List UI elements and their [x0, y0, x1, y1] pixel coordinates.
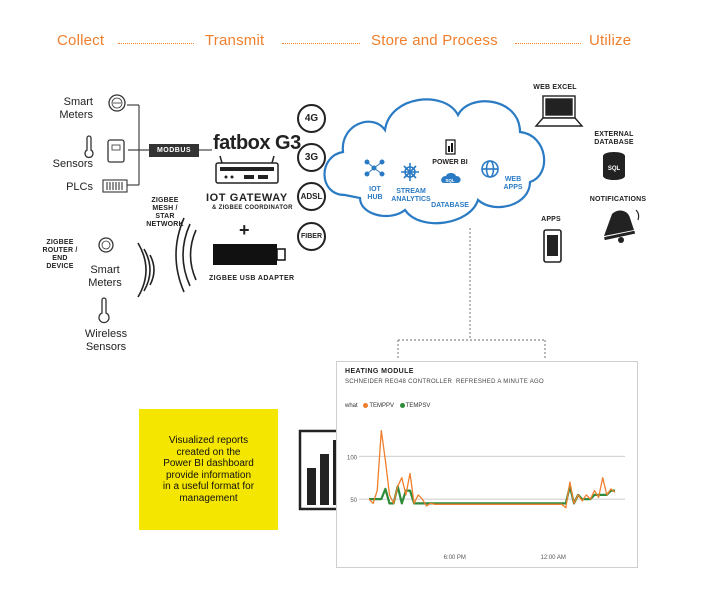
chart-legend: what TEMPPV TEMPSV [345, 403, 430, 409]
line-chart: 100 50 6:00 PM 12:00 AM [347, 429, 625, 561]
stage-store-and-process: Store and Process [371, 32, 498, 49]
wireless-signal-icon [137, 217, 197, 298]
dashboard-title: HEATING MODULE [345, 368, 414, 375]
power-bi-cloud-icon [445, 139, 456, 155]
wireless-smart-meters-label: Smart Meters [88, 264, 122, 289]
power-bi-label: POWER BI [432, 159, 468, 166]
stage-connector [282, 43, 360, 44]
wireless-smart-meter-icon [98, 237, 114, 253]
legend-dot-tempsv [399, 403, 405, 408]
network-4g-badge: 4G [297, 104, 326, 133]
database-cloud-icon: SQL [441, 173, 461, 183]
dashboard-refreshed: REFRESHED A MINUTE AGO [456, 379, 544, 385]
plcs-label: PLCs [66, 181, 93, 193]
sensors-label: Sensors [52, 158, 93, 170]
iot-hub-label: IOT HUB [367, 186, 383, 201]
note-text: Visualized reports created on the Power … [162, 435, 255, 504]
gateway-device-icon [215, 155, 279, 184]
usb-adapter-label: ZIGBEE USB ADAPTER [209, 275, 295, 282]
stream-analytics-label: STREAM ANALYTICS [391, 188, 431, 203]
iot-hub-icon [364, 159, 385, 177]
gateway-subtitle: & ZIGBEE COORDINATOR [212, 205, 293, 211]
stream-analytics-icon [401, 163, 419, 181]
sensor-module-icon [107, 139, 125, 163]
plus-sign: + [239, 220, 250, 240]
zigbee-router-label: ZIGBEE ROUTER / END DEVICE [42, 239, 78, 270]
legend-series1: TEMPPV [369, 403, 395, 410]
zigbee-network-label: ZIGBEE MESH / STAR NETWORK [146, 197, 184, 228]
stage-connector [118, 43, 194, 44]
legend-label: what [345, 403, 358, 410]
laptop-icon [534, 95, 584, 127]
network-adsl-badge: ADSL [297, 182, 326, 211]
modbus-badge: MODBUS [149, 144, 199, 157]
external-database-icon: SQL [603, 152, 625, 180]
network-fiber-badge: FIBER [297, 222, 326, 251]
stage-collect: Collect [57, 32, 105, 49]
legend-dot-tempv [363, 403, 369, 408]
database-label: DATABASE [431, 202, 469, 209]
usb-adapter-icon [213, 244, 286, 265]
web-apps-label: WEB APPS [503, 176, 523, 191]
x-tick-label: 12:00 AM [541, 555, 566, 561]
fatbox-brand: fatbox G3 [213, 132, 301, 154]
notification-bell-icon [604, 209, 640, 243]
wireless-sensors-label: Wireless Sensors [84, 328, 128, 353]
sensor-thermometer-icon [84, 135, 94, 159]
stage-connector [515, 43, 581, 44]
network-3g-badge: 3G [297, 143, 326, 172]
cloud-to-dashboard-connector [397, 228, 546, 358]
external-database-label: EXTERNAL DATABASE [594, 131, 634, 146]
cloud-icon [323, 98, 546, 225]
x-tick-label: 6:00 PM [444, 555, 466, 561]
legend-series2: TEMPSV [405, 403, 431, 410]
notifications-label: NOTIFICATIONS [589, 196, 647, 203]
apps-label: APPS [541, 216, 561, 223]
smart-meter-icon [108, 94, 126, 112]
stage-transmit: Transmit [205, 32, 265, 49]
wireless-sensor-icon [98, 297, 110, 324]
gateway-title: IOT GATEWAY [206, 192, 288, 204]
web-excel-label: WEB EXCEL [533, 84, 577, 91]
svg-text:SQL: SQL [445, 178, 455, 183]
stage-utilize: Utilize [589, 32, 632, 49]
plc-icon [102, 179, 128, 193]
sql-label: SQL [608, 166, 621, 172]
series-line-temppv [368, 429, 616, 509]
note-box: Visualized reports created on the Power … [139, 409, 278, 530]
phone-icon [543, 229, 562, 263]
y-tick-label: 50 [350, 498, 357, 504]
smart-meters-label: Smart Meters [59, 96, 93, 121]
web-apps-icon [481, 160, 499, 178]
dashboard-subtitle: SCHNEIDER REG48 CONTROLLER [345, 379, 453, 385]
y-tick-label: 100 [347, 455, 358, 461]
dashboard-panel: HEATING MODULE SCHNEIDER REG48 CONTROLLE… [336, 361, 638, 568]
